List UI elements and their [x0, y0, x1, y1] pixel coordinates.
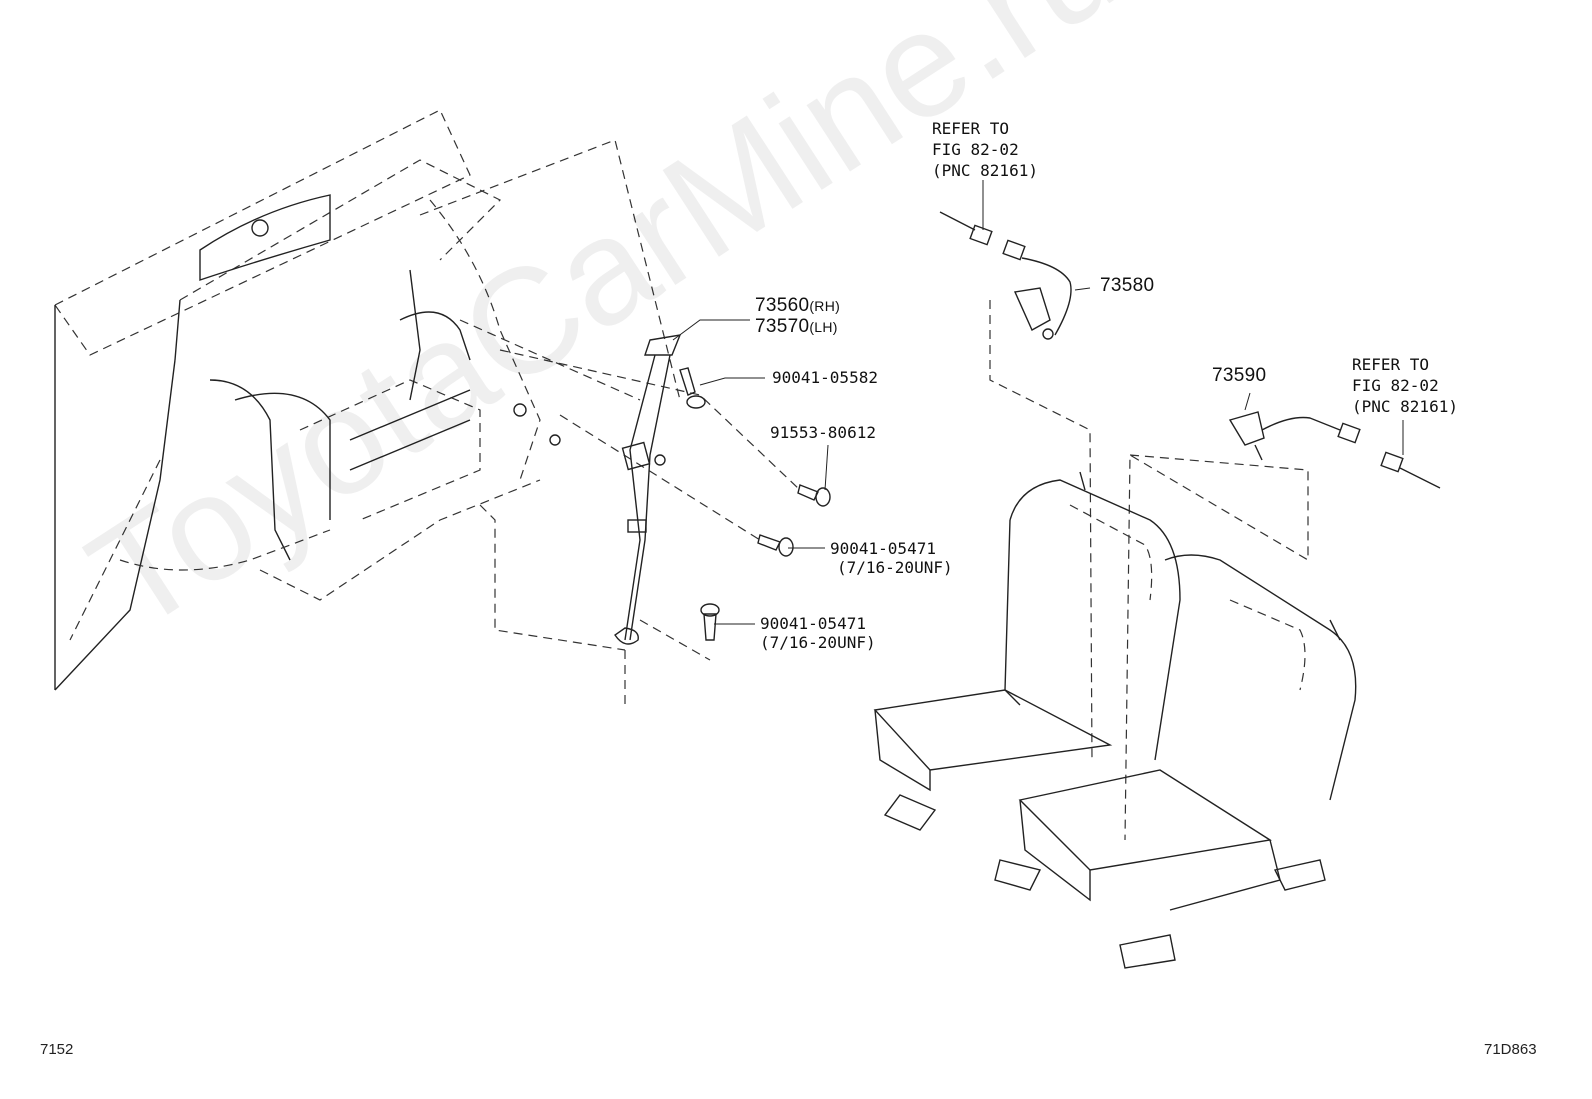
callout-belt-lh-suffix: (LH)	[809, 319, 838, 335]
leader-lines	[672, 180, 1404, 625]
refer-note-right-line3: (PNC 82161)	[1352, 397, 1458, 416]
refer-note-top: REFER TO FIG 82-02 (PNC 82161)	[932, 118, 1038, 181]
buckle-73590-icon	[1228, 411, 1441, 489]
callout-belt-lh: 73570(LH)	[755, 317, 838, 337]
callout-buckle-73580: 73580	[1100, 275, 1155, 296]
callout-buckle-73590: 73590	[1212, 365, 1267, 386]
vehicle-body-illustration	[54, 109, 561, 691]
callout-bolt-90041-05471-b: 90041-05471	[760, 614, 866, 633]
bolt-91553-80612-icon	[797, 484, 831, 507]
rear-seat-illustration	[873, 471, 1357, 969]
refer-note-right-line2: FIG 82-02	[1352, 376, 1439, 395]
refer-note-right-line1: REFER TO	[1352, 355, 1430, 374]
callout-belt-rh: 73560(RH)	[755, 296, 840, 316]
callout-belt-rh-number: 73560	[755, 295, 810, 316]
projection-lines-left	[419, 139, 801, 705]
refer-note-top-line2: FIG 82-02	[932, 140, 1019, 159]
callout-bolt-90041-05471-a: 90041-05471	[830, 539, 936, 558]
bolt-90041-05582-icon	[679, 367, 706, 409]
footer-left-code: 7152	[40, 1041, 74, 1058]
refer-note-top-line3: (PNC 82161)	[932, 161, 1038, 180]
refer-note-right: REFER TO FIG 82-02 (PNC 82161)	[1352, 354, 1458, 417]
refer-note-top-line1: REFER TO	[932, 119, 1010, 138]
buckle-73580-icon	[939, 211, 1072, 340]
callout-belt-rh-suffix: (RH)	[809, 298, 841, 314]
callout-bolt-91553-80612: 91553-80612	[770, 423, 876, 442]
callout-bolt-90041-05471-a-thread: (7/16-20UNF)	[837, 558, 953, 577]
bolt-90041-05471-a-icon	[757, 534, 794, 557]
footer-right-code: 71D863	[1484, 1041, 1537, 1058]
seat-belt-assembly	[614, 334, 682, 645]
bolt-90041-05471-b-icon	[700, 603, 720, 641]
callout-bolt-90041-05582: 90041-05582	[772, 368, 878, 387]
callout-belt-lh-number: 73570	[755, 316, 810, 337]
callout-bolt-90041-05471-b-thread: (7/16-20UNF)	[760, 633, 876, 652]
projection-lines-right	[989, 300, 1309, 841]
